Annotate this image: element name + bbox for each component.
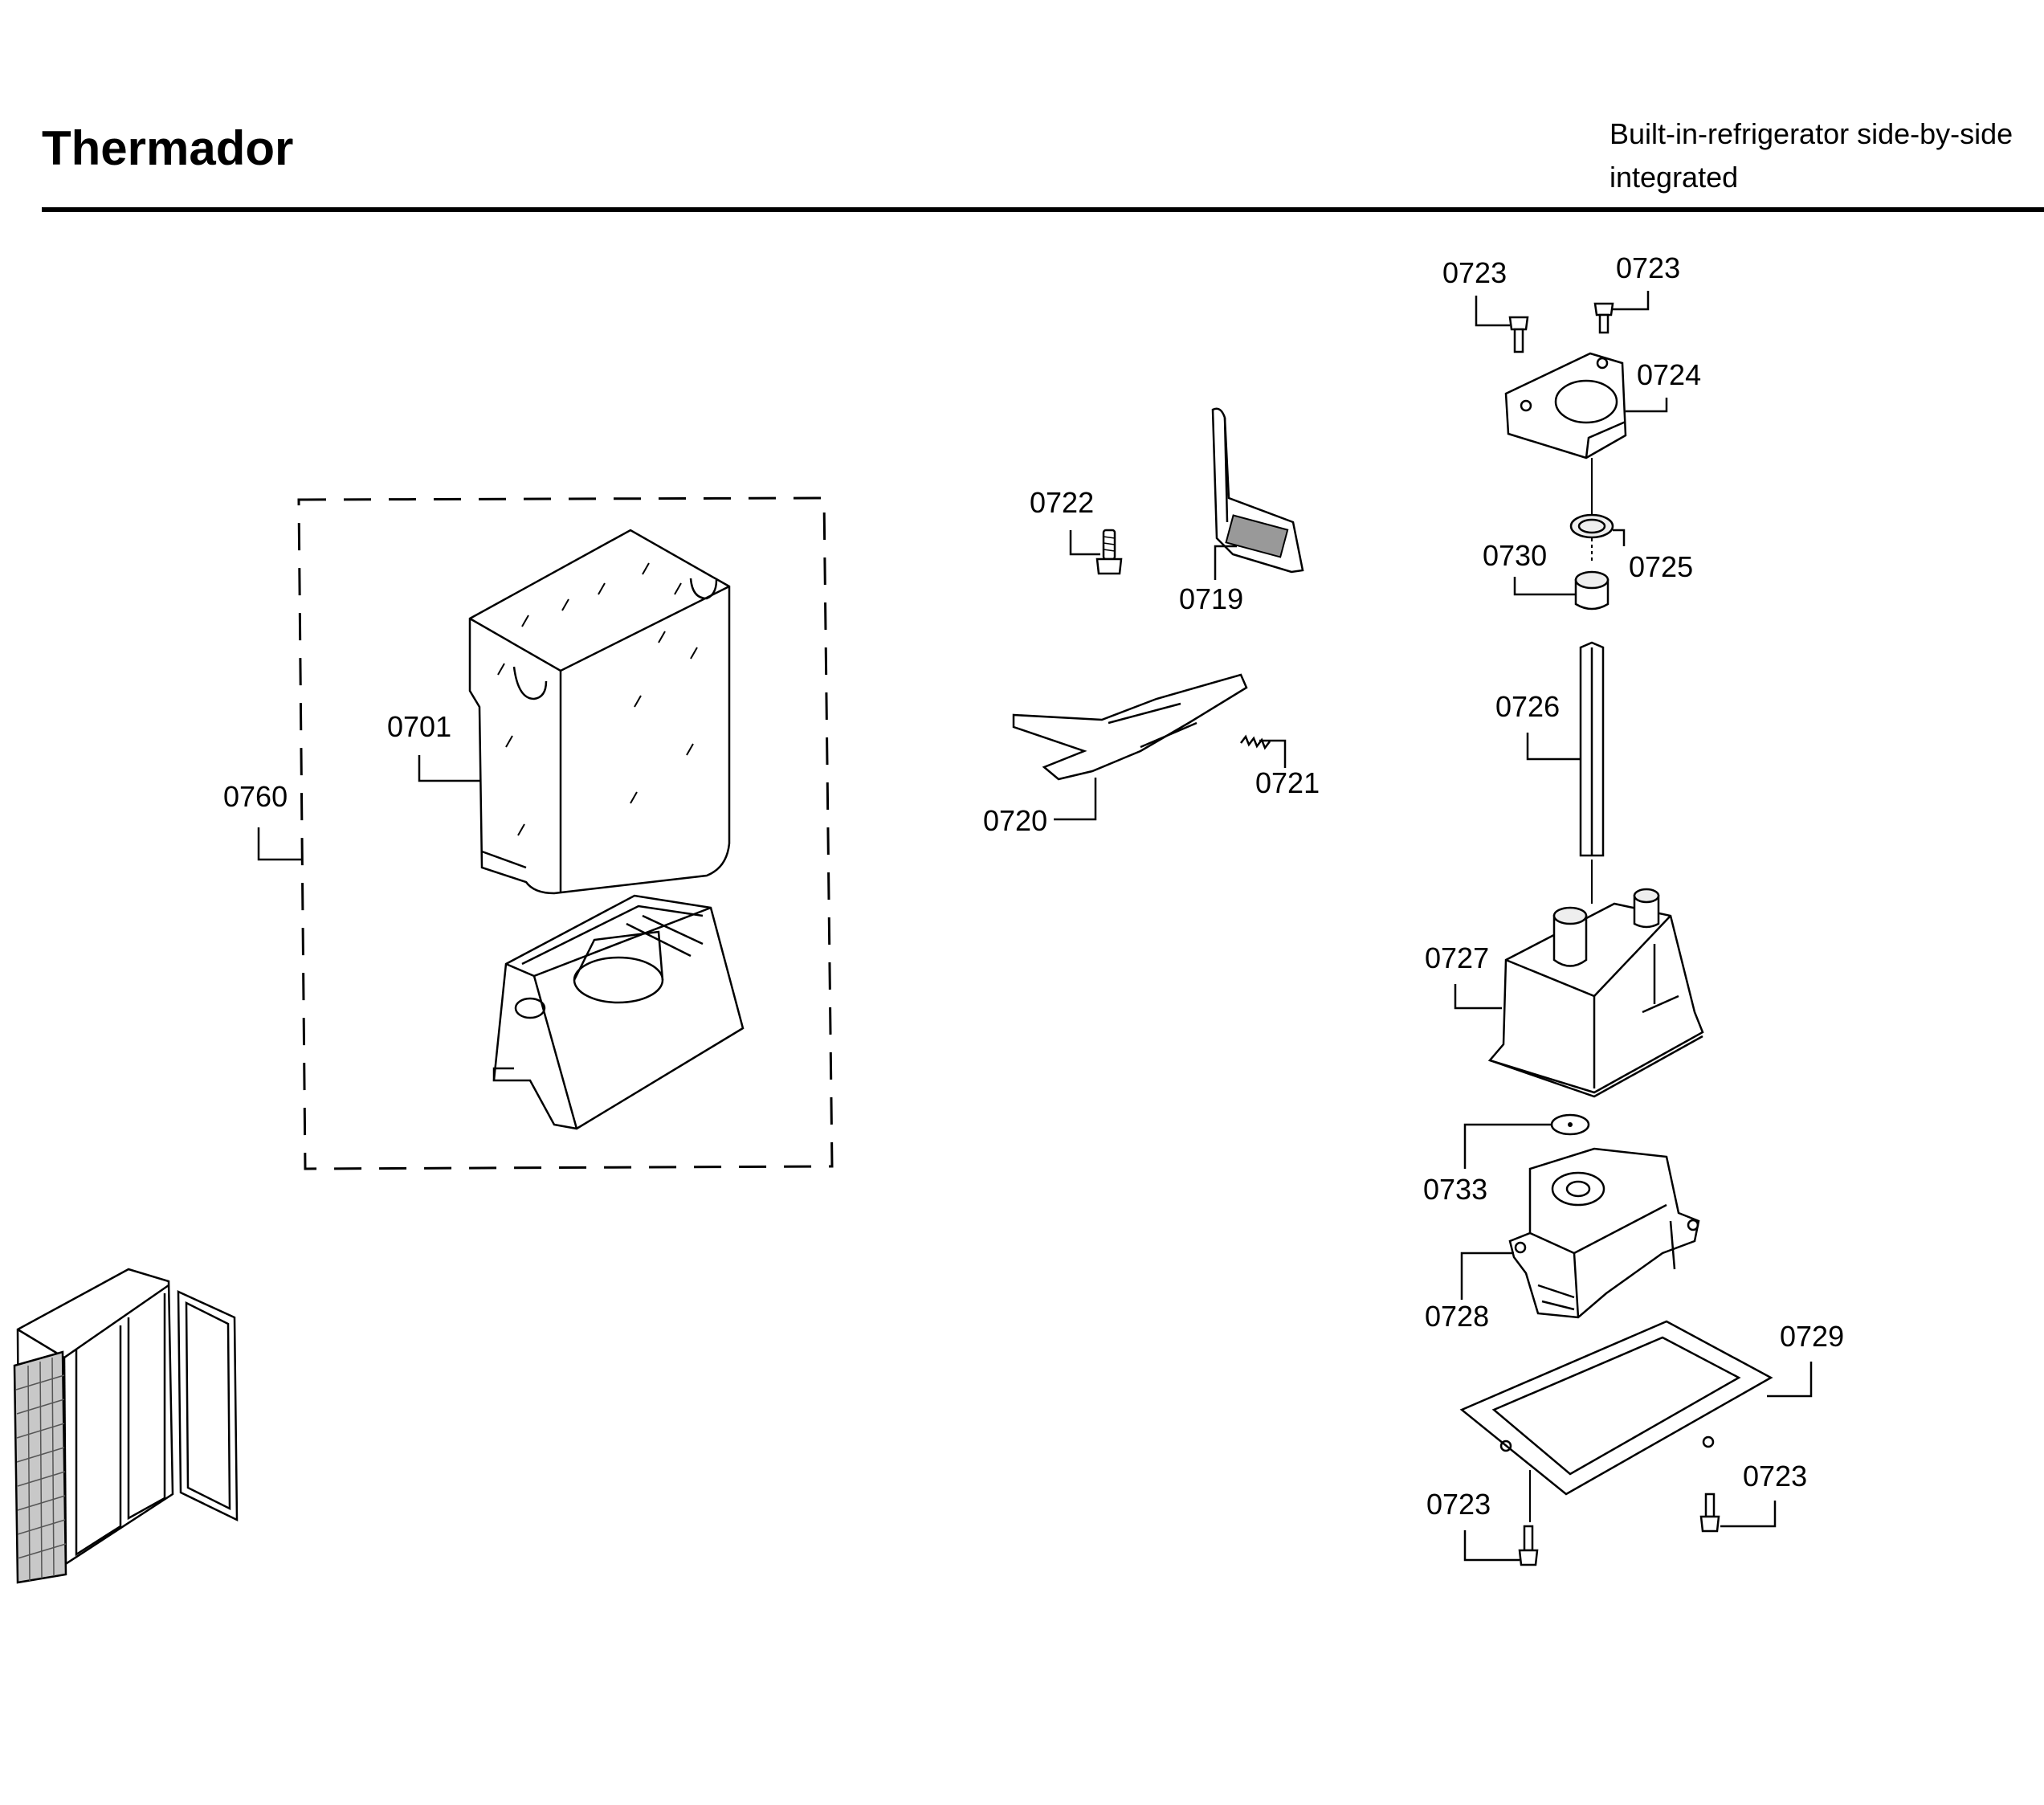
callout-0726: 0726	[1495, 690, 1581, 761]
assembly-axis-lines	[1529, 458, 1593, 1522]
washer-part-0733	[1550, 1113, 1590, 1136]
callout-0723-bottom-left: 0723	[1426, 1488, 1520, 1562]
callout-0727: 0727	[1425, 941, 1502, 1010]
callout-0723-top-right: 0723	[1613, 251, 1680, 311]
callout-0719: 0719	[1179, 545, 1243, 615]
callout-0728: 0728	[1425, 1252, 1514, 1333]
lever-part-0720	[1012, 673, 1248, 781]
callout-0730: 0730	[1483, 539, 1576, 596]
svg-text:0728: 0728	[1425, 1300, 1489, 1333]
screw-part-0723-top-left	[1508, 316, 1529, 353]
flap-part-0719	[1211, 407, 1304, 574]
header-rule	[42, 207, 2044, 212]
callout-0701: 0701	[387, 710, 480, 782]
model-description: Built-in-refrigerator side-by-side integ…	[1609, 112, 2013, 199]
gasket-part-0729	[1459, 1320, 1773, 1496]
svg-text:0701: 0701	[387, 710, 451, 743]
callout-0729: 0729	[1767, 1320, 1844, 1398]
ice-container-assembly-group	[297, 496, 834, 1170]
motor-part-0728	[1508, 1147, 1700, 1319]
callout-0720: 0720	[983, 778, 1097, 837]
svg-text:0725: 0725	[1629, 550, 1693, 583]
spring-part-0721	[1240, 734, 1271, 750]
svg-text:0719: 0719	[1179, 582, 1243, 615]
svg-text:0733: 0733	[1423, 1173, 1487, 1206]
screw-part-0723-bottom-right	[1699, 1493, 1720, 1533]
svg-text:0723: 0723	[1426, 1488, 1491, 1521]
callout-0722: 0722	[1030, 486, 1100, 556]
assembly-dashed-border	[297, 496, 834, 1170]
svg-text:0726: 0726	[1495, 690, 1560, 723]
callout-0724: 0724	[1626, 358, 1701, 413]
svg-text:0723: 0723	[1442, 256, 1507, 289]
callout-0725: 0725	[1613, 529, 1693, 583]
svg-text:0730: 0730	[1483, 539, 1547, 572]
screw-part-0722	[1095, 529, 1123, 575]
callout-0760: 0760	[223, 780, 302, 861]
svg-text:0760: 0760	[223, 780, 288, 813]
callout-0733: 0733	[1423, 1123, 1552, 1206]
svg-text:0722: 0722	[1030, 486, 1094, 519]
screw-part-0723-top-right	[1593, 302, 1614, 334]
svg-text:0729: 0729	[1780, 1320, 1844, 1353]
svg-text:0724: 0724	[1637, 358, 1701, 391]
model-description-line-2: integrated	[1609, 161, 1739, 194]
ice-bin-part	[468, 529, 731, 895]
bracket-part-0724	[1504, 352, 1627, 459]
shaft-part-0726	[1579, 641, 1605, 857]
screw-part-0723-bottom-left	[1518, 1525, 1539, 1566]
svg-text:0721: 0721	[1255, 766, 1320, 799]
housing-part-0727	[1487, 888, 1704, 1098]
model-description-line-1: Built-in-refrigerator side-by-side	[1609, 117, 2013, 150]
ice-bin-base-part	[492, 894, 745, 1130]
svg-text:0727: 0727	[1425, 941, 1489, 974]
bushing-part-0730	[1574, 570, 1609, 611]
callout-0723-bottom-right: 0723	[1720, 1460, 1807, 1528]
refrigerator-overview-thumbnail	[13, 1268, 239, 1584]
svg-text:0723: 0723	[1743, 1460, 1807, 1493]
callout-0721: 0721	[1255, 739, 1320, 799]
callout-0723-top-left: 0723	[1442, 256, 1510, 327]
brand-title: Thermador	[42, 121, 294, 175]
svg-text:0723: 0723	[1616, 251, 1680, 284]
svg-text:0720: 0720	[983, 804, 1047, 837]
ring-part-0725	[1569, 513, 1614, 539]
